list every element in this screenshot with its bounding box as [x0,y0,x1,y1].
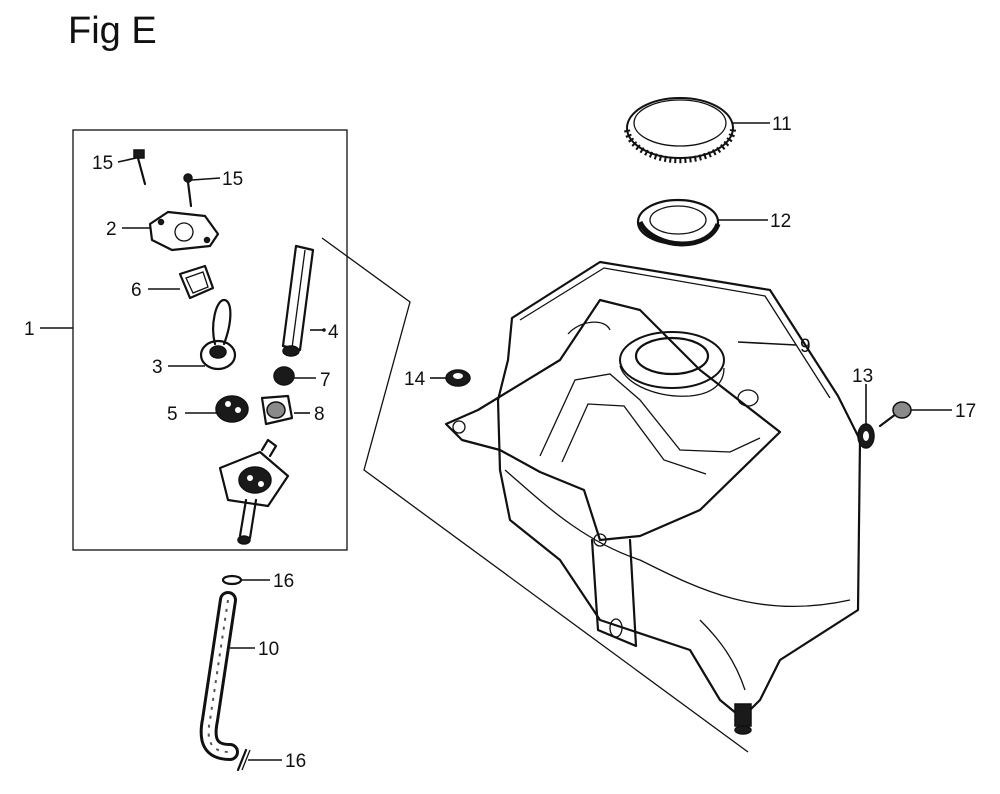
tank-bracket[interactable] [444,298,782,648]
callout-8: 8 [314,404,325,425]
figure-title: Fig E [68,10,157,52]
fuel-tank-9[interactable] [496,260,862,735]
bolt-15b[interactable] [183,173,193,208]
leader-lines [40,122,952,761]
callout-7: 7 [320,370,331,391]
callout-5: 5 [167,404,178,425]
o-ring-7[interactable] [273,366,295,386]
valve-seal-5[interactable] [215,395,249,423]
callout-10: 10 [258,639,279,660]
washer-13[interactable] [857,423,875,449]
callout-9: 9 [800,336,811,357]
callout-13: 13 [852,366,873,387]
callout-14: 14 [404,369,426,390]
callout-4: 4 [328,322,339,343]
hose-clip-16b[interactable] [236,748,251,772]
tank-perspective-frame [321,237,749,753]
bolt-15a[interactable] [133,149,147,186]
callout-1: 1 [24,319,35,340]
flange-plate-2[interactable] [148,210,220,252]
callout-6: 6 [131,280,142,301]
callout-12: 12 [770,211,791,232]
callout-17: 17 [955,401,976,422]
callout-15a: 15 [92,153,113,174]
bolt-17[interactable] [878,401,912,428]
callout-15b: 15 [222,169,243,190]
filter-cup-8[interactable] [260,394,294,426]
valve-body[interactable] [218,438,290,545]
callout-11: 11 [772,114,792,135]
callout-16b: 16 [285,751,306,772]
filler-ring-12[interactable] [636,198,721,247]
valve-assembly-frame [72,129,348,551]
valve-lever-3[interactable] [199,298,237,371]
fuel-hose-10[interactable] [199,591,239,761]
callout-16a: 16 [273,571,294,592]
grommet-14[interactable] [445,369,471,387]
fuel-cap-11[interactable] [624,97,736,164]
hose-clip-16a[interactable] [221,574,243,586]
callout-2: 2 [106,219,117,240]
gasket-6[interactable] [178,264,215,300]
strainer-tube-4[interactable] [281,244,315,357]
callout-3: 3 [152,357,163,378]
